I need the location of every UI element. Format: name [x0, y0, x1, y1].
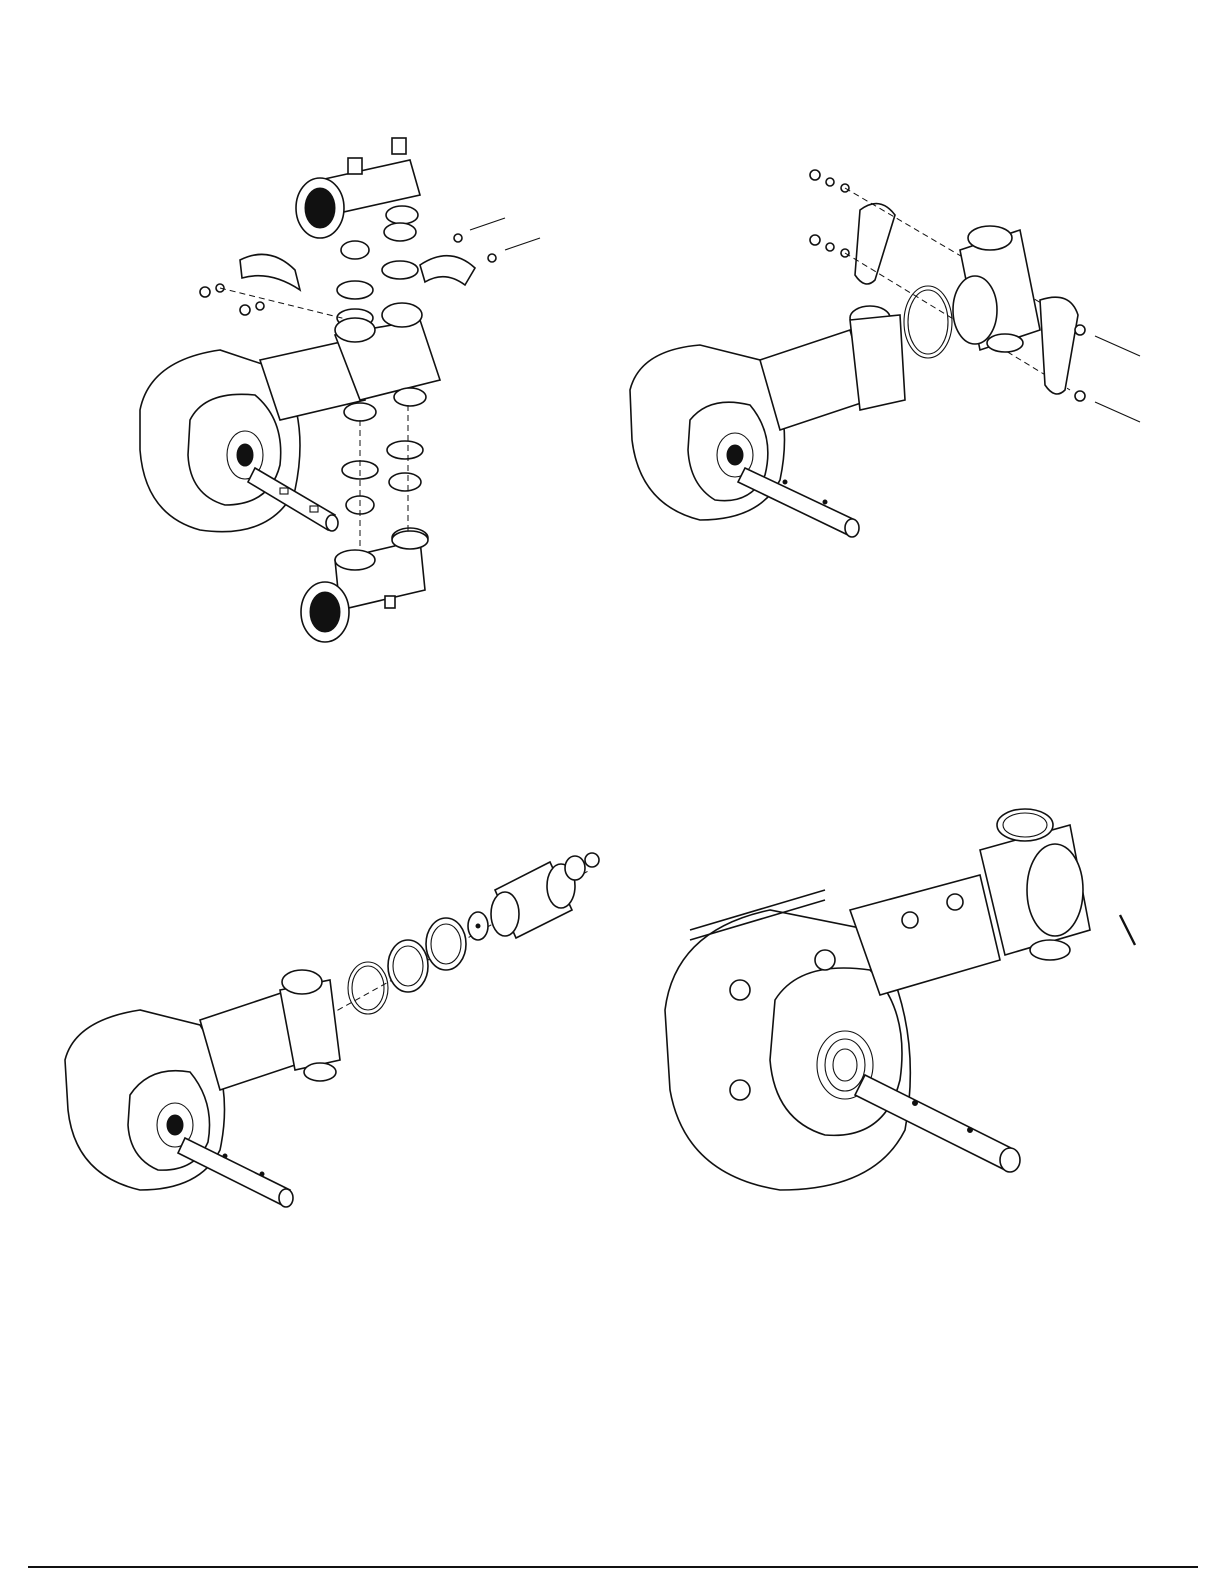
drawing-exploded-side-clamp	[600, 150, 1160, 570]
tee-fitting	[953, 226, 1040, 352]
leader-line	[1120, 915, 1135, 945]
clamp-bolts	[1075, 325, 1140, 422]
right-clamp	[420, 218, 540, 285]
clamp-half-left	[855, 204, 895, 284]
drawing-exploded-seals	[50, 840, 610, 1230]
figure-exploded-manifolds	[120, 120, 560, 660]
hardware-nuts	[810, 170, 849, 257]
pump-body	[850, 809, 1090, 995]
figure-exploded-side-clamp	[600, 150, 1160, 570]
bottom-manifold	[301, 531, 428, 642]
left-clamp	[200, 254, 350, 320]
drawing-assembled-pump	[650, 790, 1150, 1220]
gasket-ring	[904, 286, 952, 358]
drawing-exploded-manifolds	[120, 120, 560, 660]
end-nut	[565, 853, 599, 880]
sleeve	[491, 862, 575, 938]
figure-exploded-seals	[50, 840, 610, 1230]
footer-rule	[28, 1566, 1198, 1568]
clamp-half-right	[1040, 297, 1078, 394]
figure-assembled-pump	[650, 790, 1150, 1220]
washer	[468, 912, 488, 940]
seal-rings	[348, 918, 466, 1014]
